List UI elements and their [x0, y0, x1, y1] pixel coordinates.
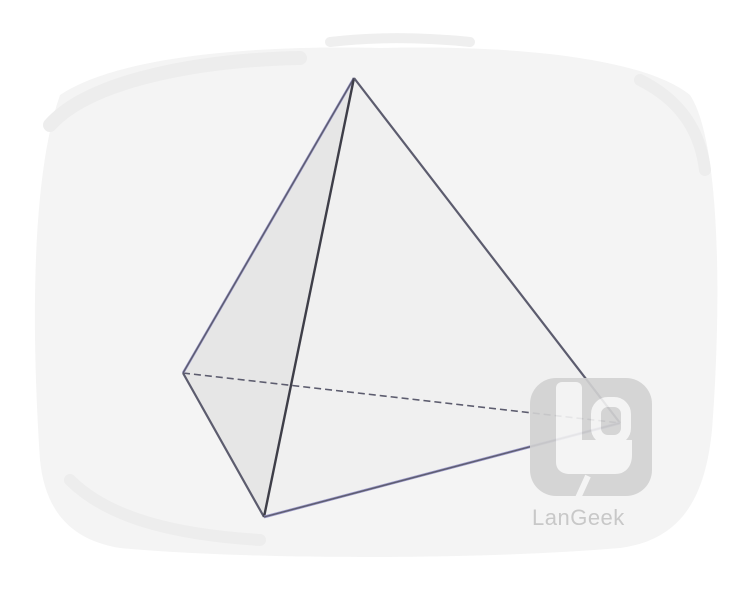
- edge-apex-left-core: [182, 77, 355, 374]
- langeek-logo-icon: [530, 378, 652, 500]
- face-left: [183, 78, 354, 517]
- edge-apex-front: [262, 77, 356, 518]
- edge-left-front: [182, 372, 265, 518]
- edge-apex-right: [353, 77, 621, 424]
- watermark-text: LanGeek: [532, 505, 625, 530]
